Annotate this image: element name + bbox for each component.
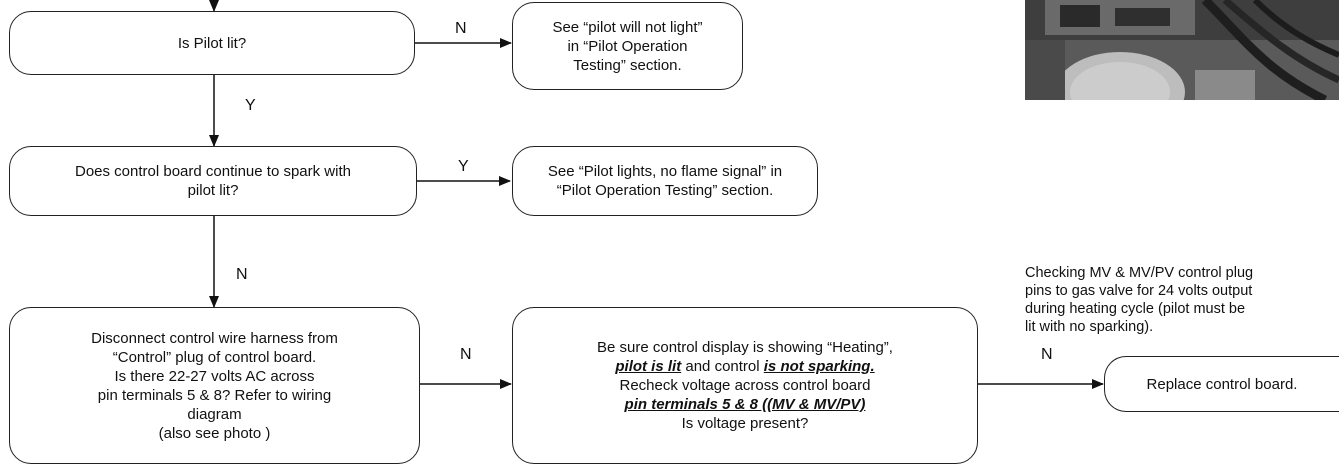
- control-board-photo: [1025, 0, 1339, 100]
- caption-text: Checking MV & MV/PV control plug: [1025, 265, 1254, 281]
- label-n: N: [1041, 346, 1053, 363]
- label-n: N: [236, 266, 248, 283]
- box-text: pilot lit?: [187, 182, 239, 199]
- box-text: in “Pilot Operation: [567, 37, 688, 55]
- label-n: N: [460, 346, 472, 363]
- caption-text: during heating cycle (pilot must be: [1025, 301, 1246, 317]
- decision-pilot-lit: Is Pilot lit?: [9, 11, 415, 75]
- box-text: See “Pilot lights, no flame signal” in: [547, 163, 783, 180]
- label-y: Y: [458, 158, 469, 175]
- box-text: Does control board continue to spark wit…: [75, 163, 351, 180]
- caption-text: pins to gas valve for 24 volts output: [1025, 283, 1253, 299]
- box-text-line2: pilot is lit and control is not sparking…: [597, 357, 893, 376]
- box-pilot-will-not-light: See “pilot will not light” in “Pilot Ope…: [512, 2, 743, 90]
- decision-continue-spark: Does control board continue to spark wit…: [9, 146, 417, 216]
- box-no-flame-signal: See “Pilot lights, no flame signal” in “…: [512, 146, 818, 216]
- emphasis-pilot-is-lit: pilot is lit: [615, 358, 682, 375]
- box-text: See “pilot will not light”: [552, 18, 703, 36]
- photo-caption: Checking MV & MV/PV control plug pins to…: [1025, 264, 1339, 336]
- box-text: “Control” plug of control board.: [112, 348, 317, 366]
- decision-disconnect-harness: Disconnect control wire harness from “Co…: [9, 307, 420, 464]
- box-text: Is there 22-27 volts AC across: [114, 367, 315, 385]
- box-text: Is voltage present?: [681, 415, 809, 432]
- box-replace-control-board: Replace control board.: [1104, 356, 1339, 412]
- photo-image: [1025, 0, 1339, 100]
- caption-text: lit with no sparking).: [1025, 319, 1154, 335]
- box-text: diagram: [187, 405, 242, 423]
- emphasis-not-sparking: is not sparking.: [763, 358, 875, 375]
- box-text: Testing” section.: [573, 56, 682, 74]
- box-text: pin terminals 5 & 8? Refer to wiring: [97, 386, 332, 404]
- box-text: Recheck voltage across control board: [619, 377, 871, 394]
- box-text: Is Pilot lit?: [177, 34, 247, 52]
- label-n: N: [455, 20, 467, 37]
- box-text: (also see photo ): [158, 424, 271, 442]
- box-text: Replace control board.: [1146, 375, 1298, 393]
- box-text: Be sure control display is showing “Heat…: [597, 339, 893, 356]
- box-text: “Pilot Operation Testing” section.: [556, 182, 774, 199]
- label-y: Y: [245, 97, 256, 114]
- box-text: Disconnect control wire harness from: [91, 329, 338, 347]
- decision-be-sure: Be sure control display is showing “Heat…: [512, 307, 978, 464]
- emphasis-pin-terminals: pin terminals 5 & 8 ((MV & MV/PV): [624, 396, 866, 413]
- box-text: and control: [681, 358, 764, 375]
